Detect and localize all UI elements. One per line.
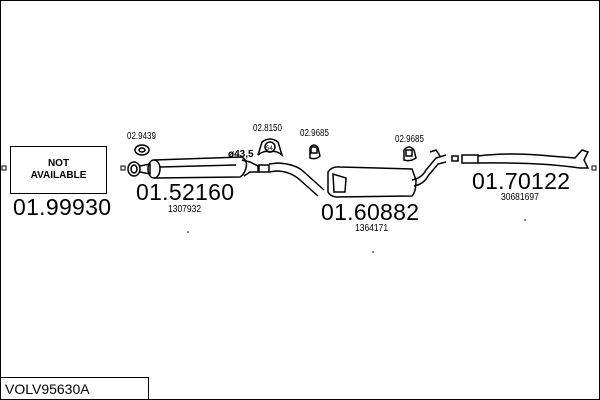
accessory-ref-rubber-2[interactable]: 02.9685 [395, 134, 424, 145]
middle-silencer [127, 156, 325, 197]
dot [524, 219, 526, 221]
rubber-mount [309, 144, 321, 160]
connector-marker [591, 165, 597, 171]
accessory-ref-hanger[interactable]: 02.8150 [253, 123, 282, 134]
not-available-box: NOT AVAILABLE [10, 146, 107, 194]
hanger-02-8150 [257, 138, 284, 158]
part-number-tail-pipe[interactable]: 01.70122 [472, 168, 571, 194]
not-available-line2: AVAILABLE [30, 170, 87, 181]
rear-silencer [327, 149, 447, 198]
hanger-badge: 54 [266, 146, 273, 152]
oem-number-rear-silencer: 1364171 [355, 223, 389, 234]
rubber-mount [403, 146, 417, 162]
diagram-title-box: VOLV95630A [0, 377, 149, 399]
dot [187, 231, 189, 233]
tail-pipe [451, 149, 590, 169]
diameter-label: ø43,5 [228, 149, 254, 160]
oem-number-tail-pipe: 30681697 [501, 192, 539, 203]
part-number-middle-silencer[interactable]: 01.52160 [136, 179, 235, 205]
connector-marker [1, 165, 7, 171]
diagram-title: VOLV95630A [5, 380, 90, 397]
connector-marker [120, 165, 126, 171]
part-number-rear-silencer[interactable]: 01.60882 [321, 199, 420, 225]
part-number-front[interactable]: 01.99930 [13, 194, 112, 220]
oem-number-middle-silencer: 1307932 [168, 204, 202, 215]
clamp-02-9439 [134, 144, 150, 156]
accessory-ref-clamp[interactable]: 02.9439 [127, 131, 156, 142]
not-available-line1: NOT [47, 158, 70, 169]
dot [372, 251, 374, 253]
accessory-ref-rubber-1[interactable]: 02.9685 [300, 128, 329, 139]
